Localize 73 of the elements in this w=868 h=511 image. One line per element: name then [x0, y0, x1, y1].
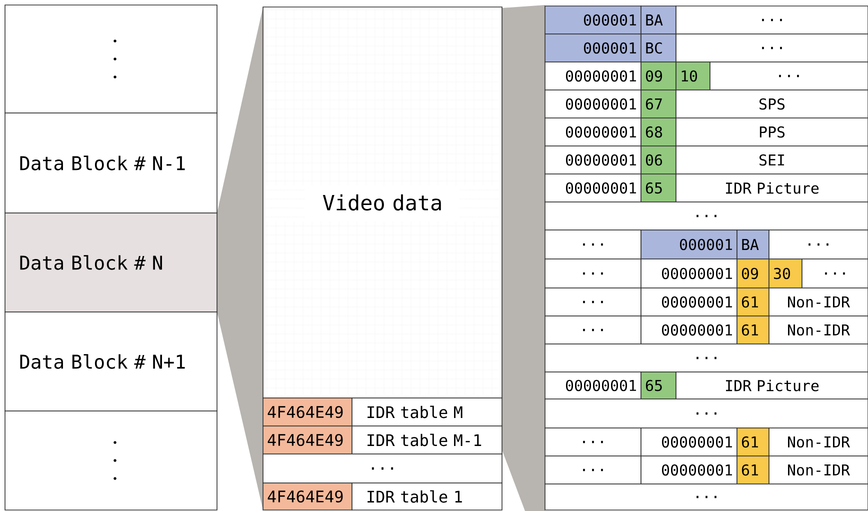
table-cell: 61: [736, 456, 770, 484]
table-cell: 00000001: [544, 372, 642, 400]
node-label: ...: [808, 243, 828, 246]
node-label: ...: [779, 74, 799, 78]
table-cell: 09: [736, 258, 770, 288]
table-cell: SEI: [676, 146, 868, 174]
data-block: [4, 410, 218, 510]
table-cell: 00000001: [640, 258, 738, 288]
table-cell: ...: [544, 258, 642, 288]
node-label: ...: [762, 18, 782, 22]
data-block: Data Block # N: [4, 212, 218, 312]
table-cell: PPS: [676, 118, 868, 146]
table-cell: BA: [736, 230, 770, 260]
table-cell: 61: [736, 428, 770, 456]
node-label: Non-IDR: [788, 296, 850, 308]
table-cell: 4F464E49: [262, 482, 352, 510]
node-label: IDR Picture: [726, 182, 819, 194]
table-cell: 00000001: [640, 456, 738, 484]
table-cell: ...: [544, 428, 642, 456]
table-cell: 00000001: [544, 62, 642, 90]
node-label: Non-IDR: [788, 436, 850, 448]
table-cell: BA: [640, 6, 676, 34]
table-cell: ...: [262, 454, 502, 484]
table-cell: ...: [544, 316, 642, 344]
table-cell: IDR Picture: [676, 372, 868, 400]
data-block: Data Block # N-1: [4, 112, 218, 214]
table-cell: 00000001: [544, 90, 642, 118]
table-cell: 68: [640, 118, 676, 146]
node-label: SPS: [760, 98, 785, 110]
table-cell: SPS: [676, 90, 868, 118]
table-cell: ...: [676, 6, 868, 34]
node-label: SEI: [760, 154, 784, 166]
table-cell: ...: [802, 258, 868, 288]
table-cell: ...: [544, 456, 642, 484]
table-cell: Non-IDR: [768, 428, 868, 456]
table-cell: 30: [768, 258, 802, 288]
table-cell: 67: [640, 90, 676, 118]
table-cell: ...: [710, 62, 868, 90]
table-cell: 00000001: [544, 118, 642, 146]
table-cell: IDR table M: [352, 398, 502, 426]
node-label: Non-IDR: [788, 464, 850, 476]
table-cell: 4F464E49: [262, 426, 352, 454]
table-cell: Non-IDR: [768, 456, 868, 484]
table-cell: 65: [640, 372, 676, 400]
table-cell: 00000001: [640, 428, 738, 456]
node-label: ...: [762, 46, 782, 50]
table-cell: 61: [736, 316, 770, 344]
table-cell: 61: [736, 288, 770, 316]
table-cell: ...: [544, 288, 642, 316]
table-cell: 65: [640, 174, 676, 202]
node-label: PPS: [760, 126, 785, 138]
node-label: IDR Picture: [726, 380, 819, 392]
table-cell: 00000001: [640, 288, 738, 316]
table-cell: 00000001: [640, 316, 738, 344]
table-cell: 4F464E49: [262, 398, 352, 426]
table-cell: IDR Picture: [676, 174, 868, 202]
table-cell: 10: [676, 62, 710, 90]
node-label: ...: [825, 272, 845, 275]
table-cell: ...: [768, 230, 868, 260]
table-cell: 00000001: [544, 174, 642, 202]
table-cell: 09: [640, 62, 676, 90]
table-cell: ...: [676, 34, 868, 62]
table-cell: Non-IDR: [768, 288, 868, 316]
table-cell: BC: [640, 34, 676, 62]
table-cell: 06: [640, 146, 676, 174]
data-block: Data Block # N+1: [4, 312, 218, 412]
node-label: Non-IDR: [788, 324, 850, 336]
table-cell: ...: [544, 230, 642, 260]
table-cell: IDR table M-1: [352, 426, 502, 454]
table-cell: Non-IDR: [768, 316, 868, 344]
table-cell: 00000001: [544, 146, 642, 174]
data-block: [4, 4, 218, 114]
table-cell: IDR table 1: [352, 482, 502, 510]
